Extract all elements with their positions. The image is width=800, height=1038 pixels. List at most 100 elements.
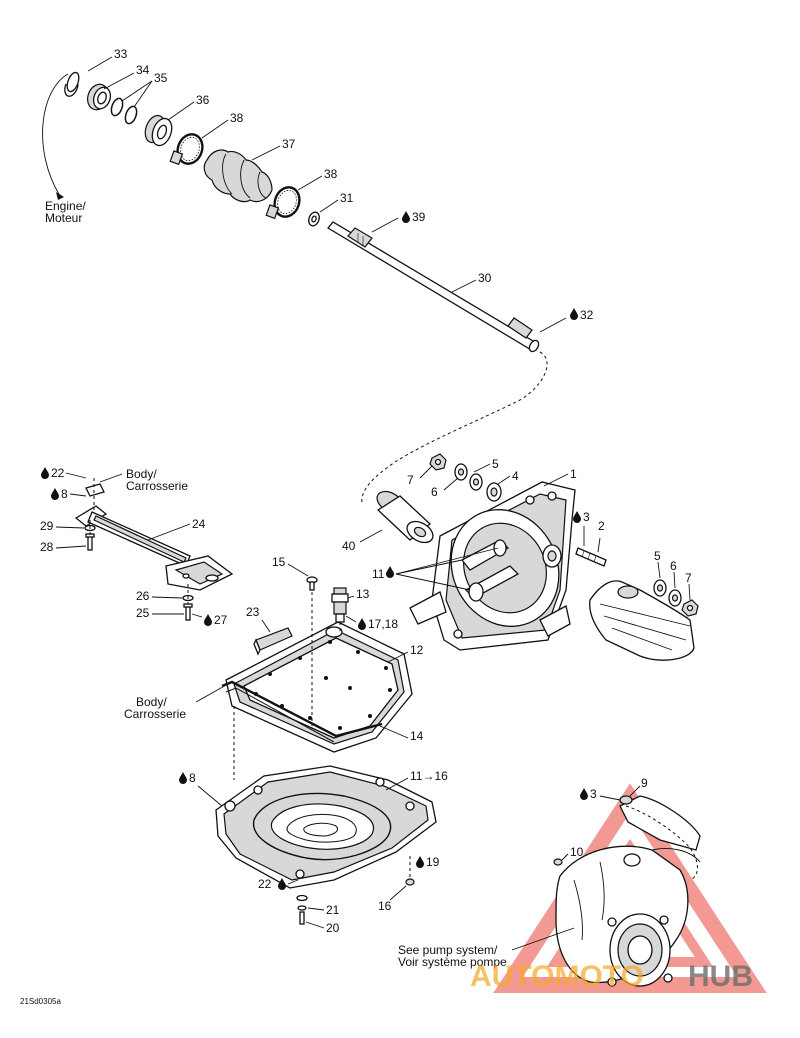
callout-39: 39: [412, 210, 426, 224]
callout-15: 15: [272, 555, 286, 569]
clamp-38-upper: [169, 133, 204, 166]
pump-support-housing-1: [409, 481, 576, 651]
body1-line2: Carrosserie: [126, 479, 188, 493]
support-bracket-24: [74, 483, 234, 591]
callout-3-top: 3: [583, 510, 590, 524]
callout-25: 25: [136, 606, 150, 620]
shaft-to-housing-dashline: [361, 351, 548, 506]
lube-drop-32: [570, 308, 578, 320]
callout-40: 40: [342, 539, 356, 553]
callouts-bracket: 22 Body/ Carrosserie 8 29 28 24 26 25 27: [40, 466, 228, 627]
washer-31: [308, 211, 320, 227]
watermark-text-part2: HUB: [688, 960, 753, 993]
screw-15: [306, 576, 318, 591]
watermark-text: AUTOMOTO HUB: [470, 960, 753, 993]
o-rings-35: [110, 97, 138, 125]
callout-4: 4: [512, 469, 519, 483]
callout-7-right: 7: [685, 571, 692, 585]
callouts-housing: 1 7 5 6 4 3 2 5 6 7 40 11: [342, 457, 692, 601]
body2-line1: Body/: [136, 695, 167, 709]
fasteners-24: [84, 524, 194, 621]
callout-19: 19: [426, 855, 440, 869]
callout-3-bottom: 3: [590, 787, 597, 801]
lube-drop-3-top: [573, 511, 581, 523]
callout-35: 35: [154, 71, 168, 85]
engine-note-line2: Moteur: [45, 211, 82, 225]
lube-drop-8-bottom: [179, 772, 187, 784]
pump-dash: [625, 805, 698, 881]
boot-37: [203, 149, 273, 203]
watermark-text-part1: AUTOMOTO: [470, 960, 644, 993]
fitting-13: [331, 587, 349, 623]
callout-14: 14: [410, 729, 424, 743]
seal-carrier-36: [144, 114, 173, 147]
engine-note-line1: Engine/: [45, 199, 86, 213]
callout-12: 12: [410, 643, 424, 657]
callout-24: 24: [192, 517, 206, 531]
reference-code: 21Sd0305a: [20, 997, 61, 1006]
callout-34: 34: [136, 63, 150, 77]
callout-33: 33: [114, 47, 128, 61]
washer-nut-stack-right: [653, 579, 699, 617]
callout-22-top: 22: [51, 466, 65, 480]
callout-31: 31: [340, 191, 354, 205]
callout-10: 10: [570, 845, 584, 859]
lube-drop-22-top: [41, 467, 49, 479]
plate-12: [225, 621, 413, 753]
drive-shaft-30: [327, 221, 540, 353]
clamp-38-lower: [265, 186, 301, 220]
callouts-rideplate: 8 11→16 22 21 20 19 16: [179, 769, 448, 935]
lube-drop-3-bottom: [580, 788, 588, 800]
callout-21: 21: [326, 903, 340, 917]
lube-drop-17-18: [358, 618, 366, 630]
gasket-14: [221, 680, 383, 743]
bolt-20-21: [296, 894, 308, 925]
pump-note-line1: See pump system/: [398, 943, 498, 957]
callouts-pump: 9 3 10 See pump system/ Voir système pom…: [398, 776, 648, 969]
callout-27: 27: [214, 613, 228, 627]
callout-22-bottom: 22: [258, 877, 272, 891]
callout-36: 36: [196, 93, 210, 107]
callout-38-lower: 38: [324, 167, 338, 181]
callout-9: 9: [641, 776, 648, 790]
washer-nut-stack-top: [429, 453, 502, 502]
callout-17-18: 17,18: [368, 617, 398, 631]
callout-38-upper: 38: [230, 111, 244, 125]
callouts-top: 33 34 35 36 38 37 38 31 39 30 32: [87, 47, 594, 333]
body1-line1: Body/: [126, 467, 157, 481]
fitting-9-10: [553, 795, 633, 866]
ride-plate-11: [215, 765, 437, 889]
engine-leader: [42, 73, 69, 197]
callout-1: 1: [570, 467, 577, 481]
callout-16: 16: [378, 899, 392, 913]
callout-13: 13: [356, 587, 370, 601]
callout-23: 23: [246, 605, 260, 619]
callout-11-housing: 11: [372, 567, 385, 581]
lube-drop-11: [386, 566, 394, 578]
callout-5-top: 5: [492, 457, 499, 471]
pump-note-line2: Voir système pompe: [398, 955, 507, 969]
callout-32: 32: [580, 308, 594, 322]
callout-6-top: 6: [431, 485, 438, 499]
callout-28: 28: [40, 540, 54, 554]
lube-drop-39: [402, 211, 410, 223]
callouts-plate: 15 13 17,18 23 12 14 Body/ Carrosserie: [124, 555, 424, 743]
callout-7-top: 7: [407, 473, 414, 487]
callout-37: 37: [282, 137, 296, 151]
callout-11-16: 11→16: [410, 769, 448, 783]
callout-5-right: 5: [654, 549, 661, 563]
stud-2: [575, 547, 607, 567]
callout-6-right: 6: [670, 559, 677, 573]
callout-29: 29: [40, 519, 54, 533]
callout-8-bottom: 8: [189, 771, 196, 785]
lube-drop-22-bottom: [278, 878, 286, 890]
callout-20: 20: [326, 921, 340, 935]
callout-30: 30: [478, 271, 492, 285]
callout-8-top: 8: [61, 487, 68, 501]
lube-drop-27: [204, 614, 212, 626]
hull-section: [589, 580, 695, 661]
lube-drop-19: [416, 856, 424, 868]
bearing-40: [376, 490, 434, 544]
engine-arrow: [56, 192, 64, 200]
